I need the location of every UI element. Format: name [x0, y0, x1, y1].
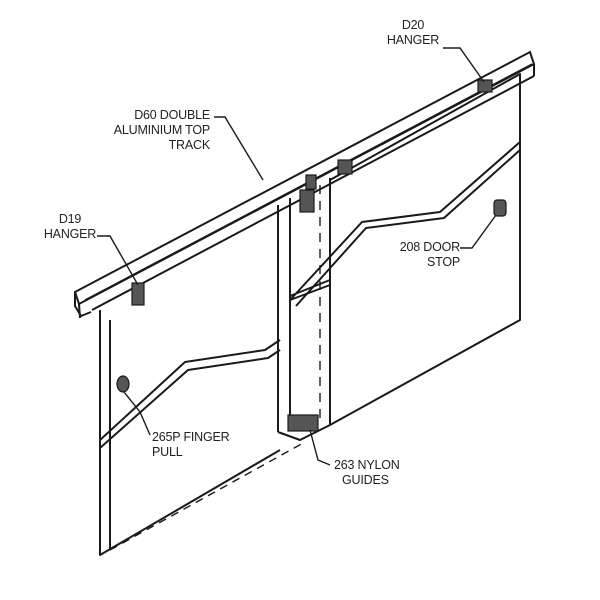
hanger: [299, 189, 315, 213]
finger-pull: [116, 375, 130, 393]
d19-hanger: [131, 282, 145, 306]
label-d19-hanger: D19 HANGER: [42, 212, 98, 242]
label-line: TRACK: [168, 138, 211, 152]
label-door-stop: 208 DOOR STOP: [384, 240, 460, 270]
hanger: [305, 174, 317, 190]
door-overlap-edge: [277, 178, 331, 441]
label-line: D20: [401, 18, 425, 32]
label-line: STOP: [426, 255, 460, 269]
label-line: HANGER: [386, 33, 440, 47]
door-stop: [493, 199, 507, 217]
label-line: 265P FINGER: [152, 430, 230, 444]
label-line: ALUMINIUM TOP: [113, 123, 210, 137]
label-line: PULL: [152, 445, 183, 459]
label-line: D19: [58, 212, 82, 226]
leader-lines: [97, 47, 497, 466]
label-line: GUIDES: [342, 473, 389, 487]
label-nylon-guides: 263 NYLON GUIDES: [334, 458, 434, 488]
label-line: HANGER: [43, 227, 97, 241]
label-d20-hanger: D20 HANGER: [386, 18, 440, 48]
d20-hanger: [477, 79, 493, 93]
hanger: [337, 159, 353, 175]
left-door-panel: [99, 310, 306, 556]
top-track: [73, 50, 536, 319]
label-d60-track: D60 DOUBLE ALUMINIUM TOP TRACK: [110, 108, 210, 153]
label-finger-pull: 265P FINGER PULL: [152, 430, 252, 460]
label-line: D60 DOUBLE: [134, 108, 210, 122]
nylon-guides: [287, 414, 319, 432]
label-line: 208 DOOR: [399, 240, 460, 254]
label-line: 263 NYLON: [334, 458, 400, 472]
